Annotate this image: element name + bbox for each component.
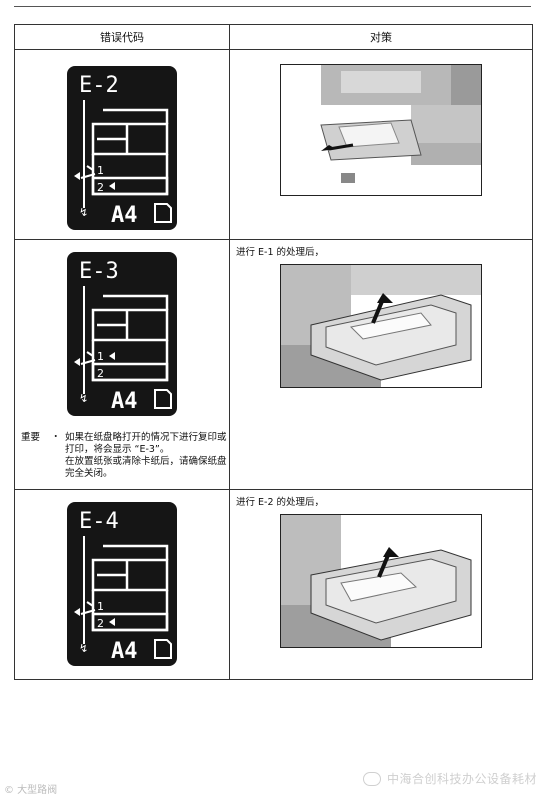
instruction-text: 进行 E-1 的处理后， [236,247,325,258]
photo-remove-jam-tray1 [280,264,482,388]
table-header-row: 错误代码 对策 [14,24,533,50]
note-line: 完全关闭。 [65,468,113,479]
note-bullet: ・ [51,432,61,443]
watermark-right-text: 中海合创科技办公设备耗材 [386,772,537,786]
lcd-error-code: E-3 [79,259,119,284]
lcd-jam-icon: ↯ [79,392,88,405]
table-row: E-4 1 2 ↯ A4 [14,489,533,680]
instruction-text: 进行 E-2 的处理后， [236,497,325,508]
lcd-tray2: 2 [97,181,104,194]
top-rule [14,6,531,7]
error-code-cell: E-4 1 2 ↯ A4 [14,489,230,680]
note-line: 在放置纸张或清除卡纸后，请确保纸盘 [65,456,227,467]
header-action: 对策 [229,24,533,50]
wechat-icon [362,771,381,786]
lcd-tray1: 1 [97,350,104,363]
table-row: E-2 1 2 ↯ A4 [14,49,533,240]
header-error-code: 错误代码 [14,24,230,50]
watermark-right: 中海合创科技办公设备耗材 [362,770,537,787]
note-label: 重要 [21,432,41,443]
lcd-panel-e4: E-4 1 2 ↯ A4 [67,502,177,666]
error-code-cell: E-2 1 2 ↯ A4 [14,49,230,240]
note-line: 打印，将会显示 “E-3”。 [65,444,170,455]
lcd-error-code: E-4 [79,509,119,534]
lcd-tray1: 1 [97,164,104,177]
photo-remove-jam-tray2 [280,514,482,648]
lcd-jam-icon: ↯ [79,206,88,219]
lcd-jam-icon: ↯ [79,642,88,655]
photo-pull-out-bypass-tray [280,64,482,196]
lcd-panel-e3: E-3 1 2 ↯ A4 [67,252,177,416]
error-code-table: 错误代码 对策 E-2 1 [14,24,533,680]
action-cell: 进行 E-2 的处理后， [229,489,533,680]
note-line: 如果在纸盘略打开的情况下进行复印或 [65,432,227,443]
lcd-error-code: E-2 [79,73,119,98]
lcd-paper-size: A4 [111,639,138,664]
table-row: E-3 1 2 ↯ A4 [14,239,533,490]
action-cell: 进行 E-1 的处理后， [229,239,533,490]
action-cell [229,49,533,240]
lcd-tray2: 2 [97,367,104,380]
lcd-tray1: 1 [97,600,104,613]
lcd-tray2: 2 [97,617,104,630]
lcd-paper-size: A4 [111,203,138,228]
important-note: 重要 ・ 如果在纸盘略打开的情况下进行复印或 打印，将会显示 “E-3”。 在放… [21,432,227,480]
error-code-cell: E-3 1 2 ↯ A4 [14,239,230,490]
lcd-paper-size: A4 [111,389,138,414]
note-text: 如果在纸盘略打开的情况下进行复印或 打印，将会显示 “E-3”。 在放置纸张或清… [65,432,227,480]
watermark-left: © 大型路阀 [4,785,58,796]
lcd-panel-e2: E-2 1 2 ↯ A4 [67,66,177,230]
